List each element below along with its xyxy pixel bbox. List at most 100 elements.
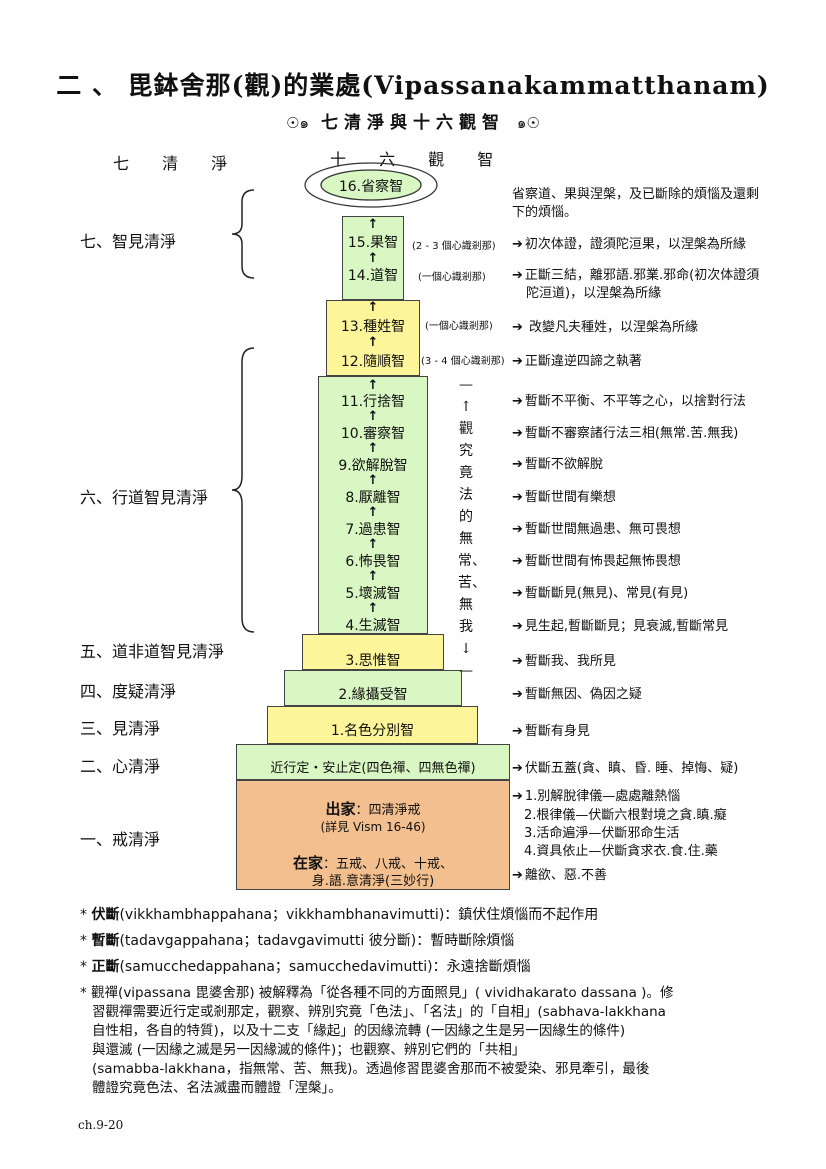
box-change-lineage [326, 300, 420, 376]
vertical-char: 無 [459, 531, 473, 547]
box-insight-knowledges [318, 376, 428, 634]
note-text: 觀禪(vipassana 毘婆舍那) 被解釋為「從各種不同的方面照見」( viv… [91, 985, 674, 1001]
arrow-right-icon: ➔ [512, 789, 523, 804]
sila-lay-text2: 身.語.意清淨(三妙行) [311, 874, 435, 889]
purification-column-header: 七 清 淨 [113, 154, 242, 173]
brace-six [231, 347, 255, 633]
description-text: 見生起,暫斷斷見；見衰滅,暫斷常見 [524, 619, 729, 634]
knowledge-10: 10.審察智 [340, 426, 406, 442]
knowledge-15: 15.果智 [347, 235, 399, 251]
box-knowledge-2 [284, 670, 462, 706]
sila-lay-label: 在家 [292, 854, 323, 872]
note-line: 習觀禪需要近行定或剎那定，觀察、辨別究竟「色法」、「名法」的「自相」(sabha… [92, 1004, 666, 1020]
description-sila-2: 2.根律儀—伏斷六根對境之貪.瞋.癡 [524, 808, 727, 823]
purification-7: 七、智見清淨 [80, 232, 177, 251]
description-14b: 陀洹道)，以涅槃為所緣 [526, 286, 662, 301]
arrow-right-icon: ➔ [512, 522, 523, 537]
vertical-char: — [459, 663, 473, 679]
knowledge-4: 4.生滅智 [345, 618, 401, 634]
purification-5: 五、道非道智見清淨 [80, 642, 225, 661]
sila-lay: 在家：五戒、八戒、十戒、 [236, 852, 510, 873]
up-arrow-icon: ↑ [367, 505, 379, 520]
subtitle-text: 七清淨與十六觀智 [321, 113, 505, 133]
description-text: 暫斷我、我所見 [524, 654, 616, 669]
mind-moment-13: (一個心識剎那) [425, 321, 493, 332]
description-sila-4: 4.資具依止—伏斷貪求衣.食.住.藥 [524, 844, 718, 859]
up-arrow-icon: ↑ [367, 537, 379, 552]
vertical-char: 的 [459, 509, 473, 525]
description-1: ➔暫斷有身見 [512, 720, 590, 739]
vertical-char: 究 [459, 443, 473, 459]
up-arrow-icon: ↑ [367, 378, 379, 393]
knowledge-2: 2.緣攝受智 [338, 687, 408, 703]
description-text: 離欲、惡.不善 [524, 868, 608, 883]
vertical-char: 竟 [459, 465, 473, 481]
arrow-right-icon: ➔ [512, 320, 523, 335]
note-term: 暫斷 [91, 933, 120, 949]
note-term: 伏斷 [91, 907, 120, 923]
up-arrow-icon: ↑ [367, 409, 379, 424]
description-12: ➔正斷違逆四諦之執著 [512, 350, 642, 369]
description-text: 暫斷不欲解脫 [524, 457, 603, 472]
description-5: ➔暫斷斷見(無見)、常見(有見) [512, 582, 688, 601]
note-line: (samabba-lakkhana，指無常、苦、無我)。透過修習毘婆舍那而不被愛… [92, 1061, 650, 1077]
description-7: ➔暫斷世間無過患、無可畏想 [512, 518, 681, 537]
description-6: ➔暫斷世間有怖畏起無怖畏想 [512, 550, 681, 569]
knowledge-1: 1.名色分別智 [330, 723, 415, 739]
note-1: * 伏斷(vikkhambhappahana；vikkhambhanavimut… [80, 907, 599, 923]
vertical-char: 我 [459, 619, 473, 635]
knowledge-16: 16.省察智 [338, 179, 404, 195]
description-text: 暫斷有身見 [524, 724, 590, 739]
knowledge-5: 5.壞滅智 [345, 586, 401, 602]
purification-6: 六、行道智見清淨 [80, 488, 209, 507]
mind-moment-12: (3 - 4 個心識剎那) [421, 356, 505, 367]
arrow-right-icon: ➔ [512, 457, 523, 472]
box-knowledge-3 [302, 634, 444, 670]
note-line: 與還滅 (一因緣之滅是另一因緣滅的條件)；也觀察、辨別它們的「共相」 [92, 1042, 526, 1058]
mind-moment-15: (2 - 3 個心識剎那) [412, 241, 496, 252]
knowledge-12: 12.隨順智 [340, 354, 406, 370]
sila-monk-ref: (詳見 Vism 16-46) [320, 820, 426, 834]
description-text: 暫斷無因、偽因之疑 [524, 687, 642, 702]
knowledge-6: 6.怖畏智 [345, 554, 401, 570]
description-text: 1.別解脫律儀—處處離熱惱 [524, 789, 681, 804]
note-term: 正斷 [91, 959, 120, 975]
knowledge-16-oval [304, 162, 438, 208]
note-3: * 正斷(samucchedappahana；samucchedavimutti… [80, 959, 531, 975]
description-16b: 下的煩惱。 [512, 205, 578, 220]
vertical-char: 常、 [458, 553, 486, 569]
eye-icon: ๑☉ [516, 114, 540, 132]
knowledge-8: 8.厭離智 [345, 490, 401, 506]
description-text: 初次体證，證須陀洹果，以涅槃為所緣 [524, 237, 746, 252]
knowledge-column-header: 十 六 觀 智 [330, 150, 508, 169]
arrow-right-icon: ➔ [512, 237, 523, 252]
up-arrow-icon: ↑ [367, 441, 379, 456]
down-arrow-icon: ↓ [460, 641, 472, 657]
description-16: 省察道、果與涅槃，及已斷除的煩惱及還剩 [512, 187, 760, 202]
description-text: 正斷違逆四諦之執著 [524, 354, 642, 369]
description-text: 暫斷世間無過患、無可畏想 [524, 522, 681, 537]
arrow-right-icon: ➔ [512, 687, 523, 702]
up-arrow-icon: ↑ [460, 399, 472, 415]
note-2: * 暫斷(tadavgappahana；tadavgavimutti 彼分斷)：… [80, 933, 515, 949]
purification-1: 一、戒清淨 [80, 830, 161, 849]
note-4: * 觀禪(vipassana 毘婆舍那) 被解釋為「從各種不同的方面照見」( v… [80, 984, 673, 1098]
arrow-right-icon: ➔ [512, 586, 523, 601]
arrow-right-icon: ➔ [512, 394, 523, 409]
concentration-label: 近行定・安止定(四色禪、四無色禪) [270, 761, 476, 776]
vertical-char: 苦、 [458, 575, 486, 591]
description-concentration: ➔伏斷五蓋(貪、瞋、昏. 睡、掉悔、疑) [512, 757, 738, 776]
knowledge-13: 13.種姓智 [340, 319, 406, 335]
purification-3: 三、見清淨 [80, 719, 161, 738]
arrow-right-icon: ➔ [512, 761, 523, 776]
arrow-right-icon: ➔ [512, 724, 523, 739]
note-text: (vikkhambhappahana；vikkhambhanavimutti)：… [119, 907, 599, 923]
arrow-right-icon: ➔ [512, 619, 523, 634]
arrow-right-icon: ➔ [512, 554, 523, 569]
description-10: ➔暫斷不審察諸行法三相(無常.苦.無我) [512, 422, 738, 441]
description-3: ➔暫斷我、我所見 [512, 650, 616, 669]
description-text: 暫斷世間有怖畏起無怖畏想 [524, 554, 681, 569]
description-14: ➔正斷三結，離邪語.邪業.邪命(初次体證須 [512, 264, 759, 283]
page-title: 二 、 毘鉢舍那(觀)的業處(Vipassanakammatthanam) [56, 71, 770, 100]
up-arrow-icon: ↑ [367, 335, 379, 350]
